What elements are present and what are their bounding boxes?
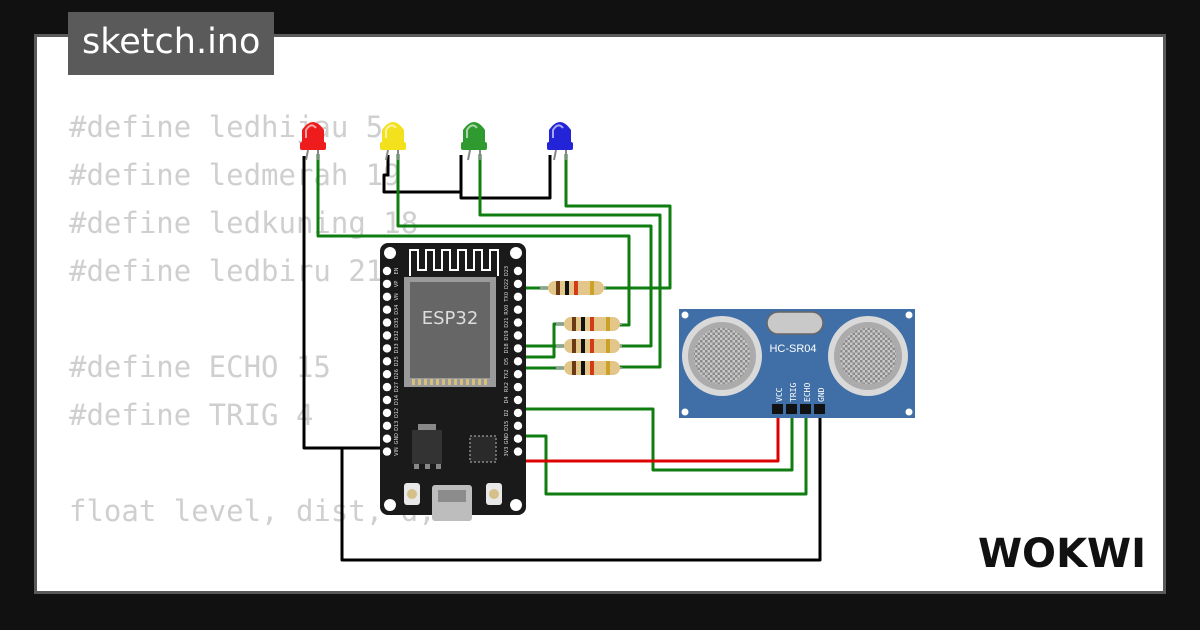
pin-d33[interactable] bbox=[382, 344, 392, 353]
pin-d4[interactable] bbox=[513, 395, 523, 405]
pin-d21[interactable] bbox=[513, 318, 523, 327]
pin-label-vin: VIN bbox=[394, 447, 400, 456]
pin-label-d14: D14 bbox=[394, 395, 400, 405]
led-blue[interactable] bbox=[547, 122, 573, 161]
pin-label-en: EN bbox=[394, 267, 400, 274]
code-line: float readDistanceCM() { bbox=[69, 583, 488, 591]
sensor-pin-label-gnd: GND bbox=[817, 387, 826, 402]
resistor-4[interactable] bbox=[556, 361, 622, 375]
pin-label-3v3: 3V3 bbox=[504, 447, 510, 457]
code-line: #define TRIG 4 bbox=[69, 398, 314, 432]
code-line: #define ledbiru 21 bbox=[69, 254, 384, 288]
sensor-pins bbox=[772, 404, 825, 414]
pin-d15[interactable] bbox=[513, 421, 523, 430]
sensor-pin-label-vcc: VCC bbox=[775, 387, 784, 402]
pin-d34[interactable] bbox=[382, 305, 392, 314]
hc-sr04-sensor[interactable]: HC-SR04 VCC TRIG ECHO GND bbox=[679, 309, 915, 418]
pin-label-d32: D32 bbox=[394, 330, 400, 340]
wokwi-logo: WOKWI bbox=[978, 531, 1146, 577]
code-line: #define ledhijau 5 bbox=[69, 110, 384, 144]
wire-ground bbox=[302, 155, 822, 562]
pin-rx0[interactable] bbox=[513, 305, 523, 314]
pin-label-d25: D25 bbox=[394, 356, 400, 366]
pin-label-d27: D27 bbox=[394, 382, 400, 392]
pin-d18[interactable] bbox=[513, 344, 523, 353]
pin-d13[interactable] bbox=[382, 421, 392, 430]
pin-label-tx2: TX2 bbox=[504, 369, 510, 380]
pin-label-d34: D34 bbox=[394, 305, 400, 315]
pin-d2[interactable] bbox=[513, 408, 523, 418]
pin-vn[interactable] bbox=[382, 292, 392, 301]
pin-label-d5: D5 bbox=[504, 358, 510, 365]
pin-d32[interactable] bbox=[382, 331, 392, 340]
pin-label-d15: D15 bbox=[504, 421, 510, 431]
pin-label-d2: D2 bbox=[504, 409, 510, 416]
pin-label-gnd: GND bbox=[394, 433, 400, 445]
transducer-left bbox=[682, 316, 762, 396]
pin-label-d35: D35 bbox=[394, 317, 400, 327]
pin-d14[interactable] bbox=[382, 395, 392, 405]
pin-gnd[interactable] bbox=[513, 434, 523, 443]
pin-label-d33: D33 bbox=[394, 343, 400, 353]
pin-tx0[interactable] bbox=[513, 292, 523, 301]
pin-d27[interactable] bbox=[382, 382, 392, 392]
sensor-pin-label-echo: ECHO bbox=[803, 383, 812, 402]
pin-label-d23: D23 bbox=[504, 266, 510, 276]
esp32-board[interactable]: ESP32 ENVPVND34D35D32D33D25D26D27D14D12D… bbox=[380, 243, 526, 521]
pin-d35[interactable] bbox=[382, 318, 392, 327]
esp32-module-label: ESP32 bbox=[422, 308, 479, 329]
pin-label-gnd: GND bbox=[504, 433, 510, 445]
pin-label-rx0: RX0 bbox=[504, 305, 510, 315]
code-preview: #define ledhijau 5 #define ledmerah 19 #de… bbox=[69, 103, 488, 591]
pin-label-vn: VN bbox=[394, 293, 400, 300]
pin-vin[interactable] bbox=[382, 447, 392, 456]
pin-tx2[interactable] bbox=[513, 370, 523, 379]
pin-label-d19: D19 bbox=[504, 330, 510, 340]
pin-label-d26: D26 bbox=[394, 369, 400, 379]
pin-rx2[interactable] bbox=[513, 382, 523, 392]
file-name-tab: sketch.ino bbox=[68, 12, 275, 75]
code-line: #define ECHO 15 bbox=[69, 350, 331, 384]
resistor-3[interactable] bbox=[556, 339, 622, 353]
en-button[interactable] bbox=[404, 483, 420, 505]
pin-label-d4: D4 bbox=[504, 396, 510, 403]
pin-vp[interactable] bbox=[382, 279, 392, 289]
pin-d26[interactable] bbox=[382, 370, 392, 379]
pin-label-d22: D22 bbox=[504, 279, 510, 289]
pin-en[interactable] bbox=[382, 266, 392, 276]
resistor-2[interactable] bbox=[556, 317, 622, 331]
sensor-pin-label-trig: TRIG bbox=[789, 383, 798, 402]
pin-d19[interactable] bbox=[513, 331, 523, 340]
transducer-right bbox=[828, 316, 908, 396]
code-line: float level, dist, d; bbox=[69, 494, 436, 528]
code-line: #define ledmerah 19 bbox=[69, 158, 401, 192]
code-line: #define ledkuning 18 bbox=[69, 206, 419, 240]
led-yellow[interactable] bbox=[380, 122, 406, 161]
module-castellations bbox=[412, 379, 487, 385]
wire-power bbox=[518, 414, 780, 463]
pin-d12[interactable] bbox=[382, 408, 392, 418]
pin-label-d21: D21 bbox=[504, 317, 510, 327]
pin-label-vp: VP bbox=[394, 281, 400, 287]
led-red[interactable] bbox=[300, 122, 326, 161]
pin-gnd[interactable] bbox=[382, 434, 392, 443]
sensor-label: HC-SR04 bbox=[769, 343, 816, 355]
diagram-card: #define ledhijau 5 #define ledmerah 19 #de… bbox=[34, 34, 1166, 594]
pin-label-d18: D18 bbox=[504, 343, 510, 353]
pin-label-tx0: TX0 bbox=[504, 292, 510, 303]
led-green[interactable] bbox=[461, 122, 487, 161]
pin-d5[interactable] bbox=[513, 357, 523, 366]
pin-d25[interactable] bbox=[382, 357, 392, 366]
pin-label-rx2: RX2 bbox=[504, 382, 510, 392]
pin-label-d13: D13 bbox=[394, 421, 400, 431]
pin-d22[interactable] bbox=[513, 279, 523, 289]
pin-label-d12: D12 bbox=[394, 408, 400, 418]
pin-d23[interactable] bbox=[513, 266, 523, 276]
pin-3v3[interactable] bbox=[513, 447, 523, 456]
boot-button[interactable] bbox=[486, 483, 502, 505]
resistor-1[interactable] bbox=[540, 281, 606, 295]
